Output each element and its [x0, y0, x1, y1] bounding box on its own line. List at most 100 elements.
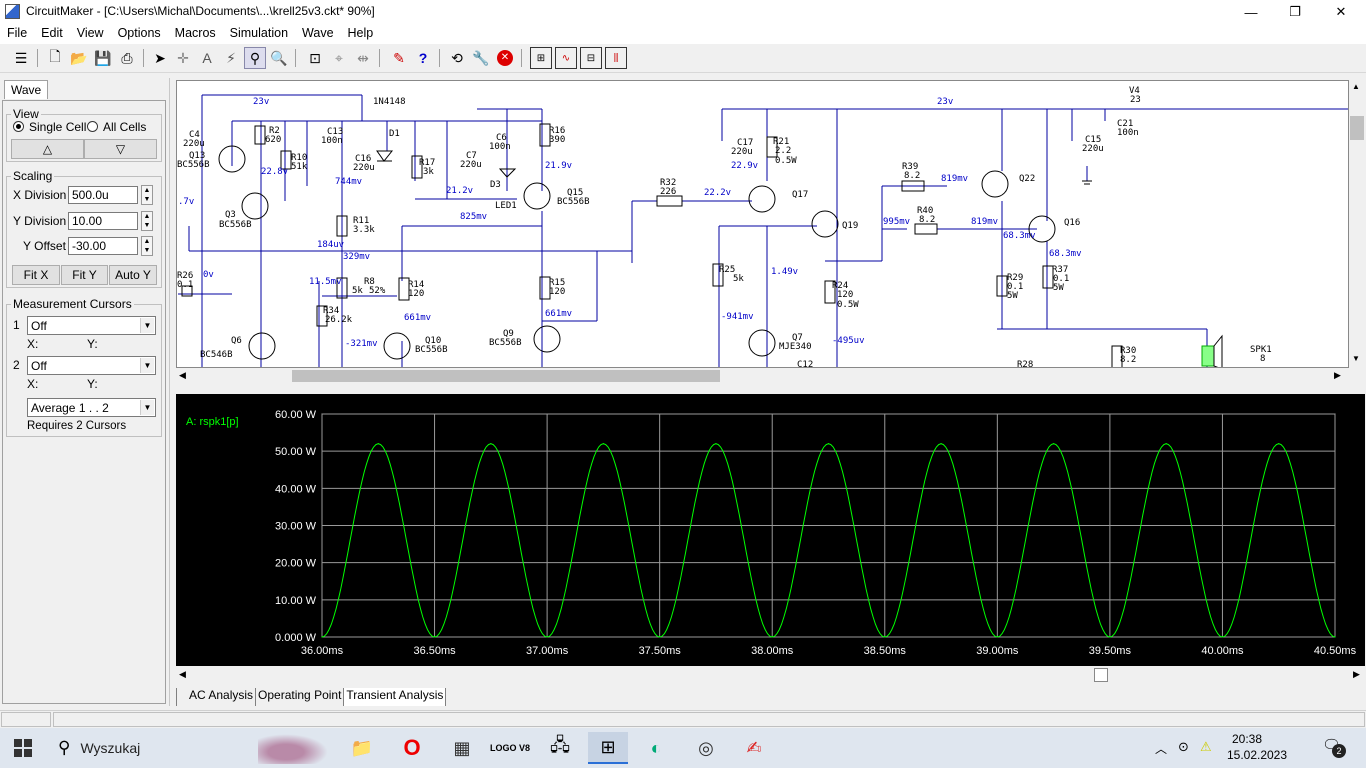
print-icon[interactable]: ⎙ [121, 49, 133, 66]
scroll-right-icon[interactable]: ▶ [1334, 370, 1341, 380]
x-division-label: X Division [13, 188, 67, 202]
opera-icon[interactable]: O [403, 735, 421, 760]
notification-count: 2 [1332, 744, 1346, 758]
wave-horizontal-scrollbar[interactable]: ◀ ▶ [176, 666, 1365, 684]
menu-edit[interactable]: Edit [41, 26, 63, 40]
single-cell-radio[interactable] [13, 121, 24, 132]
schematic-wires [178, 94, 1348, 367]
schematic-label: 3.3k [353, 225, 375, 235]
x-division-spinner[interactable]: ▲▼ [141, 185, 153, 205]
zoom-fit-icon[interactable]: ⊡ [309, 49, 321, 66]
scroll-up-icon[interactable]: ▲ [1352, 82, 1360, 91]
help-icon[interactable]: ? [418, 50, 428, 66]
analysis4-icon[interactable]: ⫼ [605, 47, 627, 69]
flip-icon[interactable]: ⇹ [357, 49, 369, 66]
toolbar: ☰ 🗋 📂 💾 ⎙ ➤ ✛ A ⚡ ⚲ 🔍 ⊡ ⌖ ⇹ ✎ ? ⟲ 🔧 ✕ ⊞ … [0, 44, 1366, 73]
schematic-label: 23 [1130, 95, 1141, 105]
all-cells-radio[interactable] [87, 121, 98, 132]
schematic-label: D3 [490, 180, 501, 190]
cursor2-x-label: X: [27, 377, 39, 391]
schematic-canvas[interactable]: C4 220u Q13 BC556B R2 620 C13 100n D1 C1… [176, 80, 1349, 368]
reset-icon[interactable]: ⟲ [451, 49, 463, 66]
average-select[interactable]: Average 1 . . 2▼ [27, 398, 156, 417]
network-app-icon[interactable]: 🖧 [549, 735, 571, 755]
scroll-thumb[interactable] [292, 370, 720, 382]
menu-macros[interactable]: Macros [174, 26, 216, 40]
cursor1-select[interactable]: Off▼ [27, 316, 156, 335]
wrench-icon[interactable]: 🔧 [472, 49, 490, 66]
analysis1-icon[interactable]: ⊞ [530, 47, 552, 69]
tab-transient-analysis[interactable]: Transient Analysis [344, 688, 447, 706]
misc-app-icon[interactable]: ✍ [746, 737, 762, 758]
cell-up-button[interactable]: △ [11, 139, 84, 159]
warning-icon[interactable]: ⚠ [1200, 739, 1212, 754]
restore-button[interactable]: ❐ [1289, 4, 1301, 19]
x-division-input[interactable]: 500.0u [68, 186, 138, 204]
search-box[interactable]: ⚲ Wyszukaj [48, 732, 338, 764]
new-file-icon[interactable]: 🗋 [49, 48, 61, 64]
circuitmaker-taskbar-icon[interactable]: ⊞ [588, 732, 628, 764]
data-point [1278, 443, 1280, 445]
schematic-label: 220u [1082, 144, 1104, 154]
menu-help[interactable]: Help [347, 26, 374, 40]
calculator-icon[interactable]: ▦ [453, 737, 471, 758]
y-division-input[interactable]: 10.00 [68, 212, 138, 230]
scroll-down-icon[interactable]: ▼ [1352, 354, 1360, 363]
zoom-area-icon[interactable]: ⌖ [335, 49, 343, 66]
tab-operating-point[interactable]: Operating Point [256, 688, 345, 706]
windows-start-icon[interactable] [3, 732, 43, 764]
logo-app-icon[interactable]: LOGO V8 [490, 742, 531, 753]
chevron-up-icon[interactable]: ︿ [1155, 742, 1168, 756]
edge-icon[interactable]: ◐ [650, 737, 662, 758]
network-status-icon[interactable]: ⊙ [1178, 739, 1189, 754]
stop-icon[interactable]: ✕ [494, 47, 516, 69]
media-app-icon[interactable]: ◎ [698, 737, 714, 758]
cell-down-button[interactable]: ▽ [84, 139, 157, 159]
zoom-tool-icon[interactable]: ⚲ [244, 47, 266, 69]
chevron-down-icon: ▼ [140, 358, 154, 373]
schematic-horizontal-scrollbar[interactable]: ◀ ▶ [176, 368, 1349, 384]
magnify-icon[interactable]: 🔍 [270, 49, 288, 66]
clock-time[interactable]: 20:38 [1231, 732, 1263, 746]
tab-ac-analysis[interactable]: AC Analysis [176, 688, 257, 706]
scroll-right-icon[interactable]: ▶ [1353, 669, 1360, 679]
analysis2-icon[interactable]: ∿ [555, 47, 577, 69]
y-offset-spinner[interactable]: ▲▼ [141, 236, 153, 256]
tab-wave[interactable]: Wave [4, 80, 49, 99]
x-tick-label: 38.00ms [751, 645, 794, 657]
schematic-label: Q6 [231, 336, 242, 346]
schematic-vertical-scrollbar[interactable]: ▲ ▼ [1349, 80, 1365, 368]
minimize-button[interactable]: — [1244, 4, 1258, 20]
cursor2-select[interactable]: Off▼ [27, 356, 156, 375]
probe-tool-icon[interactable]: ⚡ [226, 49, 236, 66]
file-explorer-icon[interactable]: 📁 [350, 737, 374, 758]
bus-icon[interactable]: ☰ [14, 49, 28, 66]
scroll-thumb[interactable] [1350, 116, 1364, 140]
menu-simulation[interactable]: Simulation [229, 26, 289, 40]
wire-tool-icon[interactable]: ✛ [177, 49, 189, 66]
scroll-thumb[interactable] [1094, 668, 1108, 682]
data-point [602, 443, 604, 445]
menu-file[interactable]: File [7, 26, 28, 40]
y-offset-input[interactable]: -30.00 [68, 237, 138, 255]
schematic-label: R28 [1017, 360, 1034, 368]
text-tool-icon[interactable]: A [202, 50, 212, 66]
voltage-label: 819mv [971, 217, 999, 227]
analysis3-icon[interactable]: ⊟ [580, 47, 602, 69]
open-folder-icon[interactable]: 📂 [70, 49, 88, 66]
y-division-spinner[interactable]: ▲▼ [141, 211, 153, 231]
scroll-left-icon[interactable]: ◀ [179, 370, 186, 380]
close-button[interactable]: ✕ [1335, 4, 1347, 19]
menu-wave[interactable]: Wave [302, 26, 334, 40]
run-icon[interactable]: ✎ [393, 49, 405, 66]
auto-y-button[interactable]: Auto Y [109, 265, 157, 285]
clock-date[interactable]: 15.02.2023 [1226, 748, 1288, 762]
scroll-left-icon[interactable]: ◀ [179, 669, 186, 679]
arrow-tool-icon[interactable]: ➤ [154, 49, 166, 66]
save-icon[interactable]: 💾 [94, 49, 112, 66]
fit-y-button[interactable]: Fit Y [61, 265, 108, 285]
menu-options[interactable]: Options [117, 26, 161, 40]
fit-x-button[interactable]: Fit X [12, 265, 60, 285]
menu-view[interactable]: View [76, 26, 104, 40]
